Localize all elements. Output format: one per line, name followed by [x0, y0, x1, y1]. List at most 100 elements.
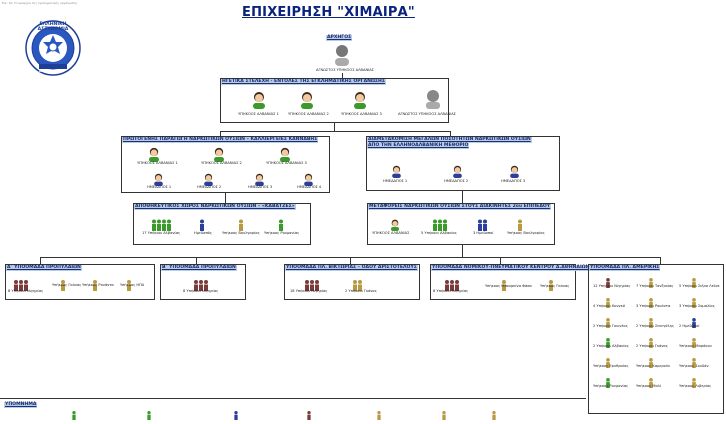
albanian-person-icon — [148, 147, 160, 166]
albanian-person-icon — [390, 216, 400, 235]
group-a-label: Υπήκοος ΗΠΑ — [120, 283, 145, 287]
america-label: 2 Υπήκοοι Γουινέας — [593, 324, 628, 328]
america-person-icon — [605, 373, 611, 392]
storage-header: ΑΠΟΘΗΚΕΥΤΙΚΟΣ ΧΩΡΟΣ ΝΑΡΚΩΤΙΚΩΝ ΟΥΣΙΩΝ – … — [134, 204, 296, 210]
america-person-icon — [691, 293, 697, 312]
america-label: 4 Υπήκοοι Κονγκό — [593, 304, 625, 308]
america-person-icon — [648, 373, 654, 392]
us-person-icon — [126, 276, 132, 295]
america-label: Υπήκοος Ερυθραίας — [593, 364, 629, 368]
albanian-person-icon — [213, 147, 225, 166]
legend-african-icon — [375, 405, 383, 424]
leader-person-icon — [333, 44, 351, 70]
cadre-label: ΑΓΝΩΣΤΟΣ ΥΠΗΚΟΟΣ ΑΛΒΑΝΙΑΣ — [398, 112, 456, 116]
production-label: ΥΠΗΚΟΟΣ ΑΛΒΑΝΙΑΣ 2 — [201, 161, 242, 165]
nigerian-group-icon — [304, 276, 320, 295]
ghanaian-person-icon — [548, 276, 554, 295]
america-label: 2 Ημεδαποί — [679, 324, 700, 328]
storage-label: Υπήκοος Ρουμανίας — [264, 231, 300, 235]
america-person-icon — [605, 293, 611, 312]
america-label: Υπήκοος Ρουμανίας — [593, 384, 629, 388]
america-person-icon — [648, 313, 654, 332]
legend-header: ΥΠΟΜΝΗΜΑ — [4, 402, 38, 408]
greek-person-icon — [199, 216, 205, 235]
connector — [450, 131, 451, 136]
nigerian-group-icon — [444, 276, 460, 295]
border-label: ΗΜΕΔΑΠΟΣ 2 — [444, 179, 469, 183]
greek-person-icon — [254, 171, 265, 190]
group-a-label: Υπήκοος Ρουάντα — [82, 283, 114, 287]
greek-person-icon — [452, 163, 463, 182]
america-person-icon — [605, 313, 611, 332]
albanian-person-icon — [353, 91, 367, 113]
group-a-label: 8 Υπήκοοι Νιγηρίας — [8, 289, 44, 293]
storage-label: Ημεδαπός — [194, 231, 212, 235]
logo-subtext: ΑΣΤΥΝΟΜΙΑ — [39, 69, 61, 73]
leader-header: ΑΡΧΗΓΟΣ — [326, 35, 353, 41]
border-label: ΗΜΕΔΑΠΟΣ 3 — [501, 179, 526, 183]
america-person-icon — [691, 313, 697, 332]
group-law-label: Υπήκοος Γκάνας — [540, 284, 570, 288]
legend-albanian-icon — [70, 405, 78, 424]
production-label: ΥΠΗΚΟΟΣ ΑΛΒΑΝΙΑΣ 3 — [266, 161, 307, 165]
connector — [196, 257, 197, 264]
america-label: 2 Υπήκοοι Σενεγάλης — [636, 324, 675, 328]
america-label: 5 Υπήκοοι Σιέρα Λεόνε — [679, 284, 720, 288]
america-person-icon — [691, 373, 697, 392]
group-b-header: Β΄ ΥΠΟΟΜΑΔΑ ΠΡΟΠΥΛΑΙΩΝ — [161, 265, 237, 271]
nigerian-group-icon — [13, 276, 29, 295]
rwandan-person-icon — [92, 276, 98, 295]
america-label: Υπήκοος Μαλί — [636, 384, 662, 388]
greek-person-icon — [153, 171, 164, 190]
connector — [220, 131, 450, 132]
connector — [462, 245, 463, 257]
greek-person-icon — [391, 163, 402, 182]
america-person-icon — [691, 333, 697, 352]
albanian-group-icon — [432, 216, 450, 235]
connector — [220, 131, 221, 136]
cadre-label: ΥΠΗΚΟΟΣ ΑΛΒΑΝΙΑΣ 3 — [341, 112, 382, 116]
greek-group-icon — [477, 216, 489, 235]
legend-box — [0, 398, 586, 415]
america-label: Υπήκοος Μαρόκου — [679, 344, 712, 348]
bulgarian-person-icon — [517, 216, 523, 235]
burkinabe-person-icon — [501, 276, 507, 295]
police-logo — [25, 20, 81, 76]
america-label: 12 Υπήκοοι Νιγηρίας — [593, 284, 631, 288]
america-person-icon — [691, 353, 697, 372]
albanian-group-icon — [151, 216, 173, 235]
cadres-header: ΗΓΕΤΙΚΑ ΣΤΕΛΕΧΗ - ΕΝΤΟΛΕΣ ΤΗΣ ΕΓΚΛΗΜΑΤΙΚ… — [221, 79, 386, 85]
connector — [462, 191, 463, 203]
connector — [334, 123, 335, 131]
group-a-label: Υπήκοος Γκάνας — [52, 283, 82, 287]
bulgarian-person-icon — [238, 216, 244, 235]
america-person-icon — [605, 273, 611, 292]
connector — [342, 73, 343, 78]
albanian-person-icon — [252, 91, 266, 113]
ghanaian-group-icon — [352, 276, 363, 295]
greek-person-icon — [509, 163, 520, 182]
leader-label: ΑΓΝΩΣΤΟΣ ΥΠΗΚΟΟΣ ΑΛΒΑΝΙΑΣ — [316, 68, 374, 72]
transport-label: ΥΠΗΚΟΟΣ ΑΛΒΑΝΙΑΣ — [372, 231, 410, 235]
america-person-icon — [648, 273, 654, 292]
group-victoria-label: 2 Υπήκοοι Γκάνας — [345, 289, 377, 293]
legend-greek-icon — [232, 405, 240, 424]
border-header-line1: ΔΙΑΜΕΤΑΚΟΜΙΣΗ ΜΕΓΑΛΩΝ ΠΟΣΟΤΗΤΩΝ ΝΑΡΚΩΤΙΚ… — [367, 137, 532, 143]
legend-romanian-icon — [145, 405, 153, 424]
group-law-header: ΥΠΟΟΜΑΔΑ ΝΟΜΙΚΟΥ-ΠΝΕΥΜΑΤΙΚΟΥ ΚΕΝΤΡΟΥ Δ.Α… — [431, 265, 591, 271]
border-label: ΗΜΕΔΑΠΟΣ 1 — [383, 179, 408, 183]
transport-header: ΜΕΤΑΦΟΡΕΙΣ ΝΑΡΚΩΤΙΚΩΝ ΟΥΣΙΩΝ ΣΤΟΥΣ ΔΙΑΚΙ… — [368, 204, 552, 210]
storage-label: 17 Υπήκοοι Αλβανίας — [142, 231, 181, 235]
group-law-label: 8 Υπήκοοι Νιγηρίας — [433, 289, 469, 293]
production-label: ΗΜΕΔΑΠΟΣ 3 — [248, 185, 273, 189]
top-note: Εικ. 10. Η ιεραρχία της εγκληματικής οργ… — [2, 1, 78, 5]
albanian-person-icon — [300, 91, 314, 113]
transport-label: Υπήκοος Βουλγαρίας — [507, 231, 545, 235]
america-person-icon — [605, 353, 611, 372]
transport-box — [367, 203, 555, 245]
logo-text: ΕΛΛΗΝΙΚΗ ΑΣΤΥΝΟΜΙΑ — [37, 22, 69, 32]
connector — [225, 193, 226, 203]
transport-label: 5 Υπήκοοι Αλβανίας — [421, 231, 457, 235]
legend-african-icon — [440, 405, 448, 424]
